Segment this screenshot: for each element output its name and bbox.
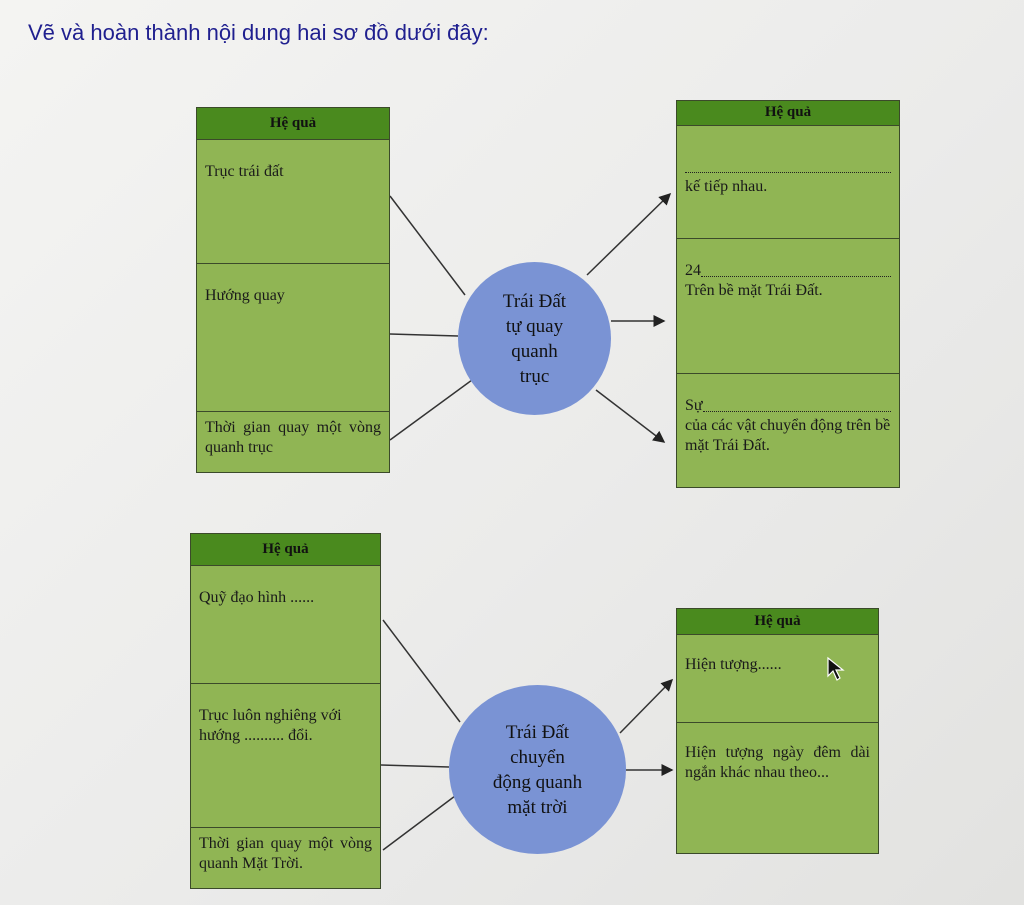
circle-text: Trái Đất: [505, 721, 570, 743]
row-text: kế tiếp nhau.: [685, 178, 768, 195]
mouse-pointer-icon: [827, 656, 845, 681]
box-header: Hệ quả: [677, 101, 899, 126]
fill-in-blank: [702, 399, 891, 412]
connector-line: [382, 619, 461, 723]
box-header: Hệ quả: [677, 609, 878, 635]
connector-line: [389, 333, 459, 337]
connector-line: [389, 195, 466, 296]
diagram2-right-box: Hệ quả Hiện tượng...... Hiện tượng ngày …: [676, 608, 879, 854]
connector-line: [379, 764, 450, 768]
diagram1-left-box: Hệ quả Trục trái đất Hướng quay Thời gia…: [196, 107, 390, 473]
circle-text: quanh: [511, 340, 558, 362]
box-header: Hệ quả: [197, 108, 389, 140]
box-row-orbit-time: Thời gian quay một vòng quanh Mặt Trời.: [199, 835, 372, 872]
fill-in-blank: [685, 160, 891, 173]
row-text: Trên bề mặt Trái Đất.: [685, 282, 823, 299]
connector-line: [382, 795, 456, 851]
box-row-rotation-time: Thời gian quay một vòng quanh trục: [205, 419, 381, 456]
row-text: của các vật chuyển động trên bề mặt Trái…: [685, 417, 891, 454]
box-row-day-length: Hiện tượng ngày đêm dài ngắn khác nhau t…: [685, 744, 870, 781]
circle-text: mặt trời: [507, 796, 568, 818]
box-row-orbit: Quỹ đạo hình ......: [191, 566, 380, 684]
connector-arrow: [595, 389, 666, 443]
row-prefix: 24: [685, 262, 701, 279]
box-row-day-night: kế tiếp nhau.: [677, 126, 899, 239]
connector-arrow: [586, 192, 672, 276]
box-row-deflection: Sự của các vật chuyển động trên bề mặt T…: [677, 374, 899, 487]
diagram1-right-box: Hệ quả kế tiếp nhau. 24 Trên bề mặt Trái…: [676, 100, 900, 488]
box-row-seasons: Hiện tượng......: [677, 635, 878, 723]
connector-line: [389, 379, 473, 441]
circle-text: chuyển: [510, 746, 565, 768]
fill-in-blank: [701, 264, 891, 277]
circle-text: Trái Đất: [502, 290, 567, 312]
box-row-tilt: Trục luôn nghiêng với hướng .......... đ…: [191, 684, 380, 828]
diagram2-center-circle: Trái Đất chuyển động quanh mặt trời: [449, 685, 626, 854]
box-row-time-zones: 24 Trên bề mặt Trái Đất.: [677, 239, 899, 374]
connector-arrow: [619, 678, 674, 734]
question-text: Vẽ và hoàn thành nội dung hai sơ đồ dưới…: [28, 20, 489, 45]
box-row-direction: Hướng quay: [197, 264, 389, 412]
diagram1-center-circle: Trái Đất tự quay quanh trục: [458, 262, 611, 415]
diagram2-left-box: Hệ quả Quỹ đạo hình ...... Trục luôn ngh…: [190, 533, 381, 889]
circle-text: động quanh: [492, 771, 583, 793]
circle-text: tự quay: [505, 315, 564, 337]
box-header: Hệ quả: [191, 534, 380, 566]
box-row-axis: Trục trái đất: [197, 140, 389, 264]
circle-text: trục: [519, 365, 550, 387]
row-prefix: Sự: [685, 397, 703, 414]
